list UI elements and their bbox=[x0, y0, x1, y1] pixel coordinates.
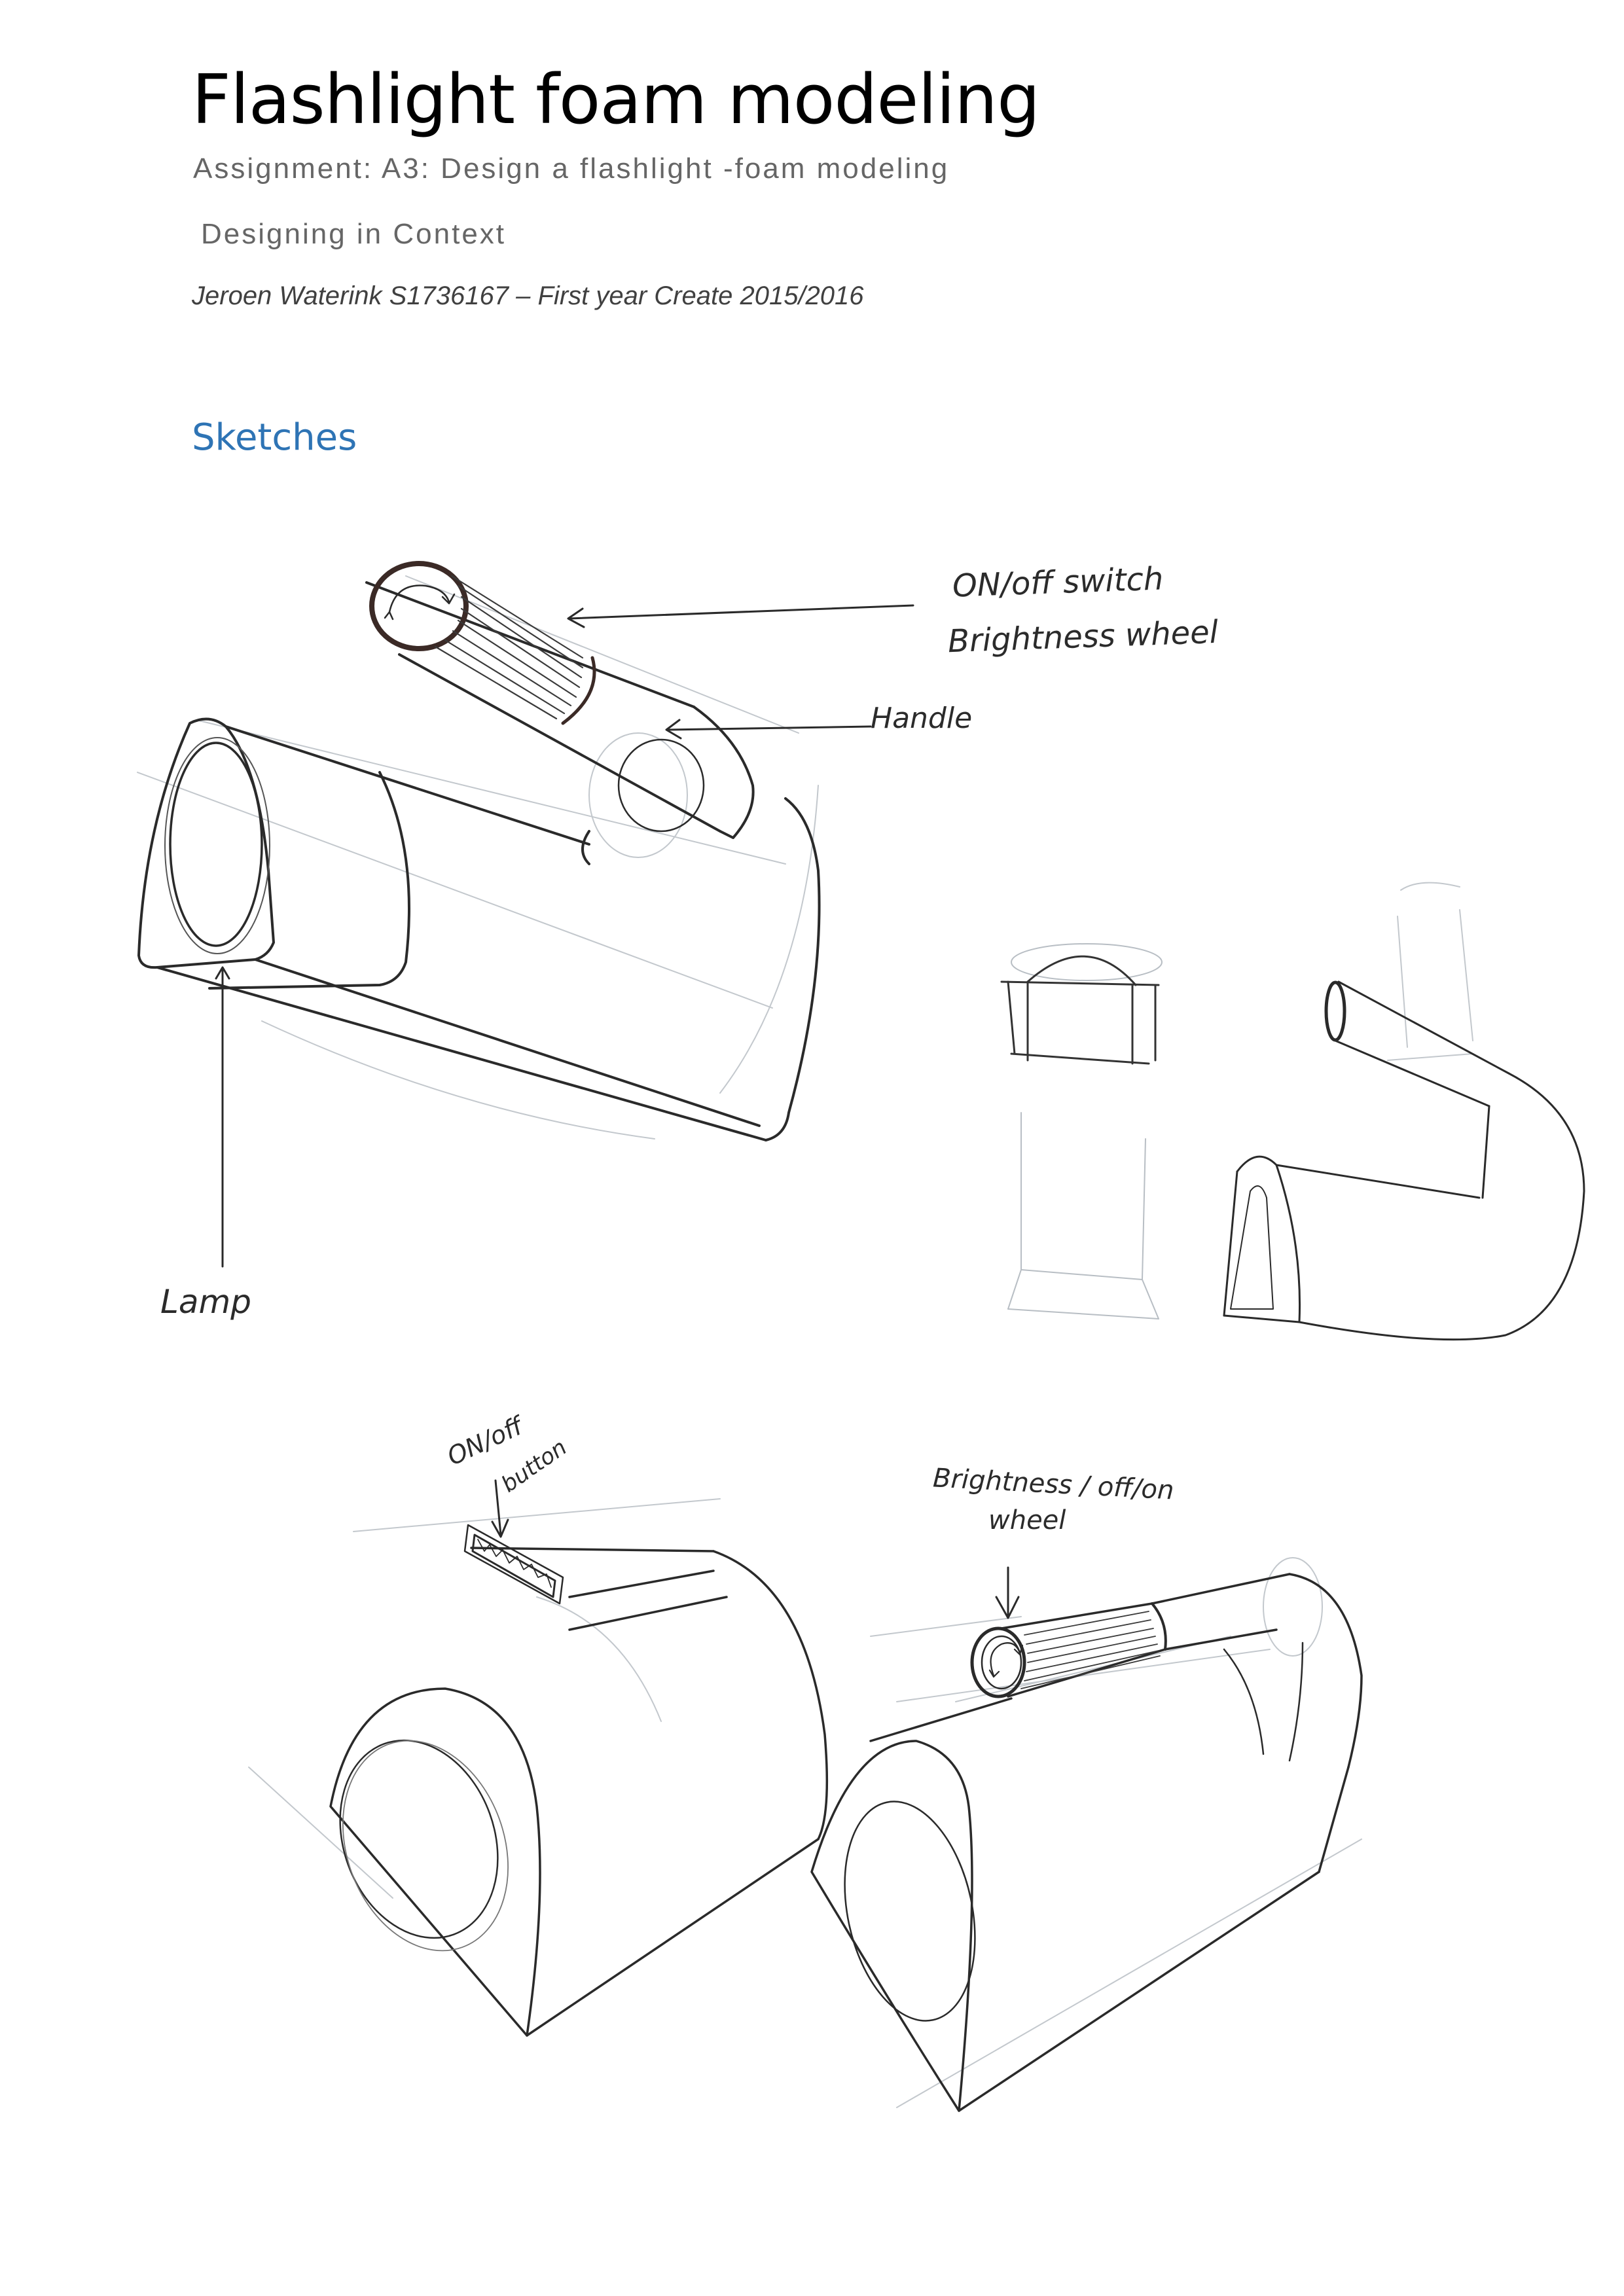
assignment-subtitle: Assignment: A3: Design a flashlight -foa… bbox=[193, 152, 950, 185]
section-heading-sketches: Sketches bbox=[192, 416, 357, 459]
sketch-front-view bbox=[1000, 943, 1163, 1319]
annotation-lamp: Lamp bbox=[160, 1283, 251, 1321]
document-title: Flashlight foam modeling bbox=[192, 60, 1040, 139]
sketches-canvas bbox=[137, 561, 1585, 2112]
annotation-handle: Handle bbox=[871, 702, 973, 735]
course-name: Designing in Context bbox=[201, 218, 507, 250]
annotation-switch-line1: ON/off switch bbox=[952, 560, 1164, 605]
sketch-small-perspective bbox=[1223, 882, 1585, 1341]
sketch-push-button bbox=[248, 1479, 829, 2037]
author-line: Jeroen Waterink S1736167 – First year Cr… bbox=[192, 281, 864, 310]
sketch-brightness-wheel bbox=[810, 1557, 1363, 2112]
annotation-wheel-line2: wheel bbox=[988, 1505, 1066, 1535]
sketch-flashlight-handle bbox=[137, 561, 914, 1268]
